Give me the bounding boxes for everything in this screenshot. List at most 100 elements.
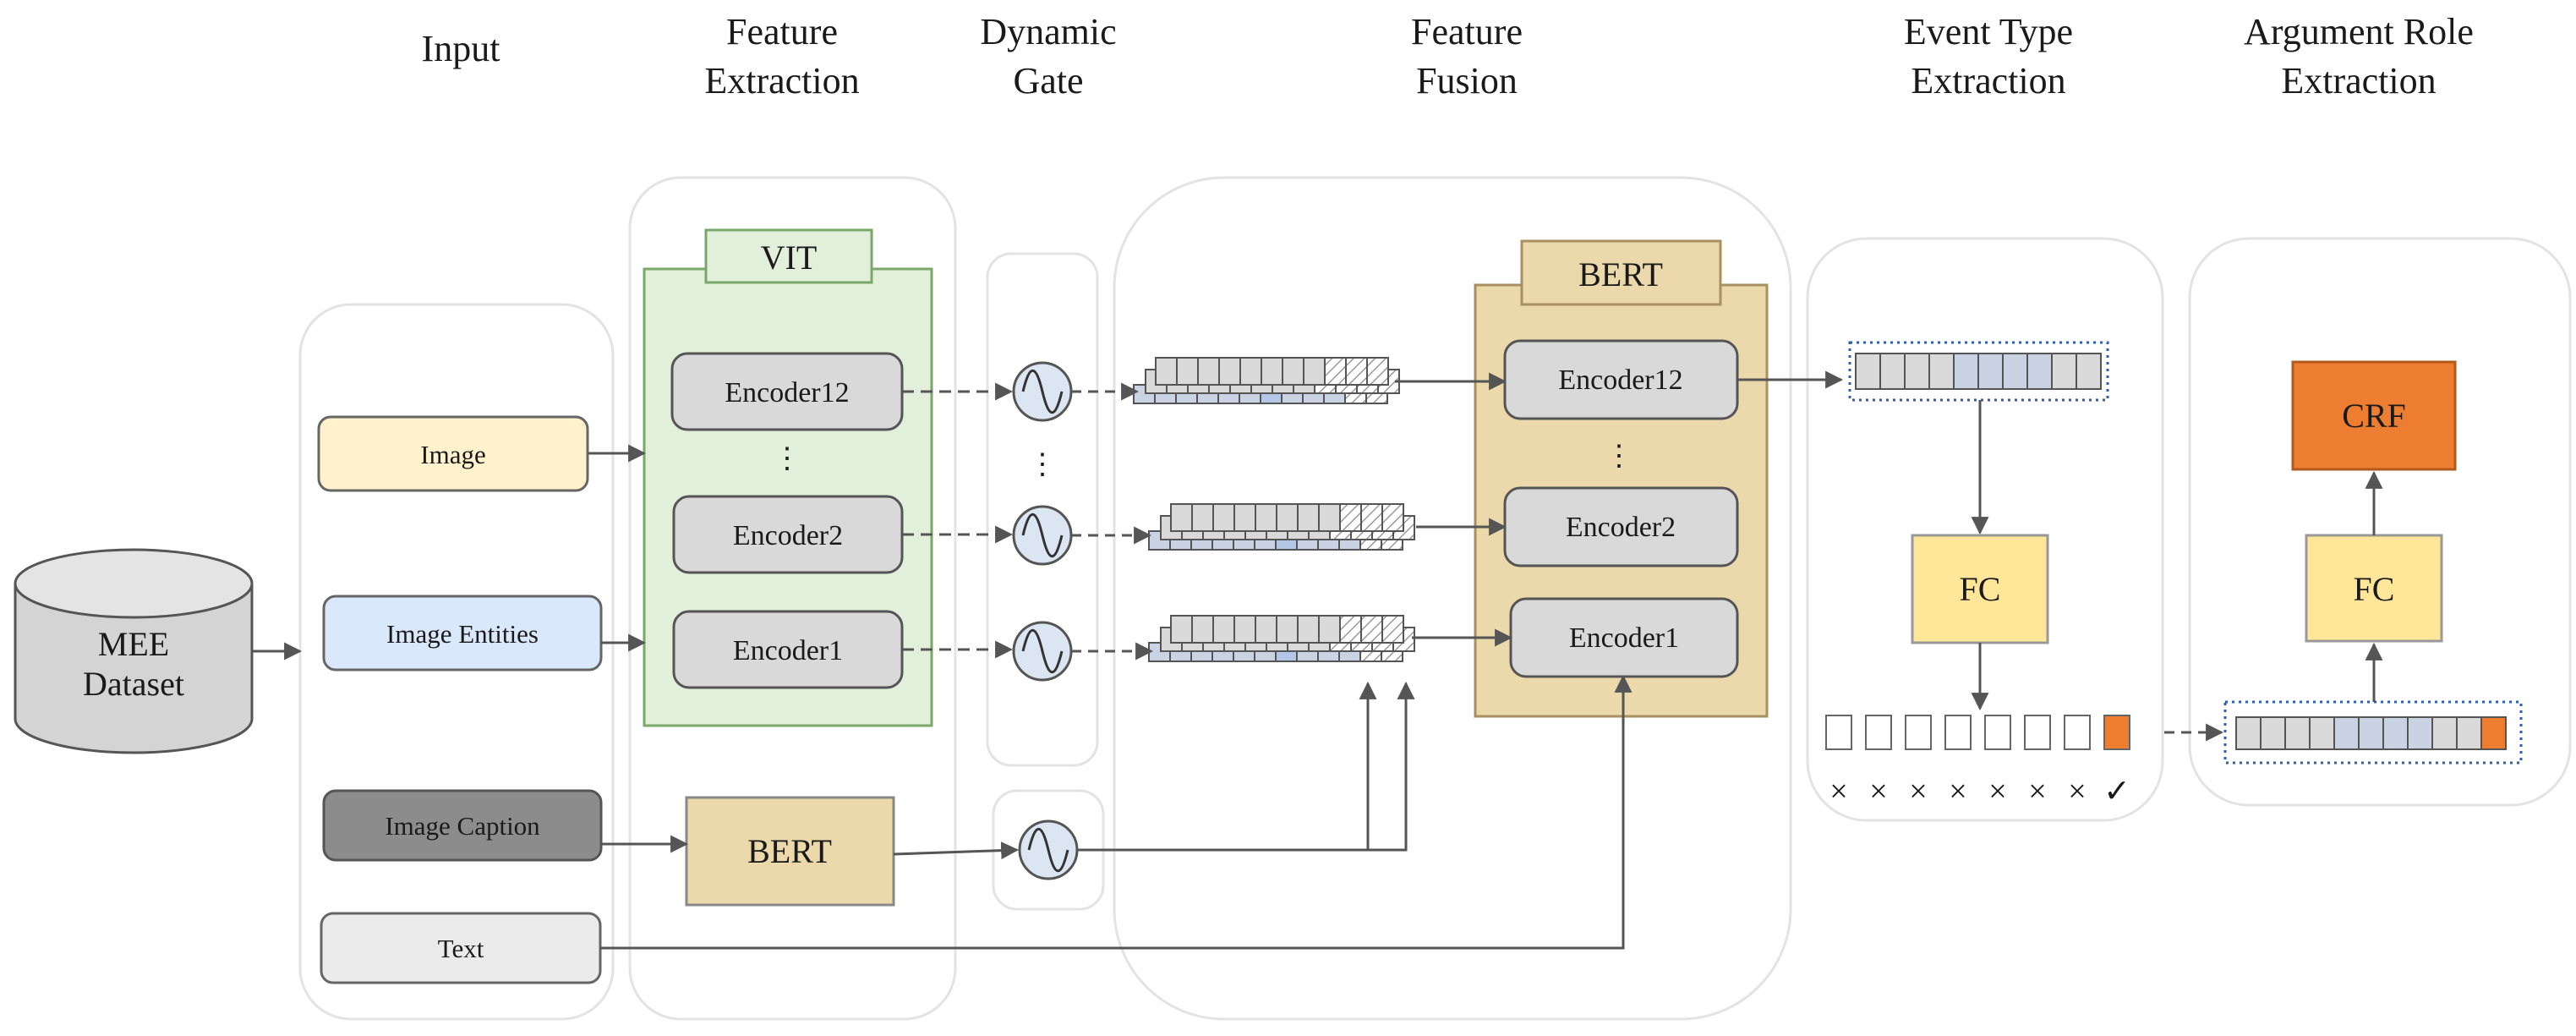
argument-token-cell <box>2235 716 2262 750</box>
fusion-ellipsis: ⋮ <box>1605 441 1633 472</box>
fusion-encoder2-label: Encoder2 <box>1566 512 1676 543</box>
event-candidate <box>2064 715 2091 750</box>
fusion-bert-block: BERT Encoder12 ⋮ Encoder2 Encoder1 <box>1474 239 1769 718</box>
token-sequence-3-front-cell <box>1191 615 1214 644</box>
gate-4 <box>1018 819 1079 880</box>
event-token-cell <box>1928 353 1955 390</box>
token-sequence-2-front-cell <box>1297 503 1320 532</box>
event-token-cell <box>2076 353 2102 390</box>
event-fc-box <box>1911 534 2049 644</box>
vit-title: VIT <box>761 238 818 277</box>
event-type-block: FC ×××××××✓ <box>1825 341 2130 809</box>
token-sequence-3-front-cell <box>1297 615 1320 644</box>
fusion-token-sequences <box>1133 357 1415 662</box>
stage-panels <box>298 176 2572 1021</box>
check-icon: ✓ <box>2103 774 2130 809</box>
token-sequence-3-front-cell <box>1318 615 1341 644</box>
event-candidate <box>2103 715 2130 750</box>
event-type-sequence-frame <box>1848 341 2109 402</box>
vit-encoder2-label: Encoder2 <box>733 520 843 551</box>
cross-icon: × <box>1949 774 1966 809</box>
token-sequence-2-front-cell <box>1381 503 1404 532</box>
token-sequence-1-front-cell <box>1218 357 1241 386</box>
header-dynamic-gate-line2: Gate <box>1013 60 1083 101</box>
vit-title-box <box>704 228 873 284</box>
token-sequence-1-front-cell <box>1239 357 1262 386</box>
input-image-caption-label: Image Caption <box>385 811 540 841</box>
fusion-bert-title: BERT <box>1578 255 1663 293</box>
stage-headers: Input Feature Extraction Dynamic Gate Fe… <box>422 11 2474 101</box>
token-sequence-1-front-cell <box>1197 357 1220 386</box>
header-event-type-line1: Event Type <box>1904 11 2073 52</box>
event-candidate <box>1825 715 1852 750</box>
header-argument-role-line1: Argument Role <box>2244 11 2474 52</box>
token-sequence-2-front-cell <box>1212 503 1235 532</box>
gate-1 <box>1012 361 1073 422</box>
event-token-cell <box>1879 353 1906 390</box>
arg-fc-box <box>2305 534 2443 643</box>
gate-3 <box>1012 621 1073 682</box>
header-feature-fusion-line1: Feature <box>1411 11 1523 52</box>
panel-input <box>298 303 615 1021</box>
vit-ellipsis: ⋮ <box>773 443 801 474</box>
token-sequence-1-front-cell <box>1303 357 1326 386</box>
token-sequence-3-front-cell <box>1381 615 1404 644</box>
cross-icon: × <box>1988 774 2006 809</box>
event-candidate <box>1905 715 1932 750</box>
input-image-caption-box <box>322 789 603 862</box>
event-token-cell <box>2051 353 2077 390</box>
argument-role-block: CRF FC <box>2223 360 2523 765</box>
argument-token-cell <box>2358 716 2384 750</box>
event-candidate <box>1984 715 2011 750</box>
token-sequence-2-front-cell <box>1255 503 1277 532</box>
event-fc-label: FC <box>1960 570 2001 608</box>
cross-icon: × <box>1909 774 1927 809</box>
crf-label: CRF <box>2342 397 2406 435</box>
event-type-marks: ×××××××✓ <box>1829 774 2130 809</box>
token-sequence-1-front-cell <box>1366 357 1389 386</box>
token-sequence-3-front-cell <box>1170 615 1193 644</box>
input-image-entities-label: Image Entities <box>386 619 539 649</box>
event-token-cell <box>2026 353 2053 390</box>
event-token-cell <box>1977 353 2004 390</box>
mee-dataset-cylinder: MEE Dataset <box>14 548 254 754</box>
argument-sequence-frame <box>2223 700 2523 765</box>
event-token-cell <box>1855 353 1881 390</box>
cross-icon: × <box>2068 774 2086 809</box>
input-image-label: Image <box>420 440 485 469</box>
panel-argument-role <box>2188 237 2572 807</box>
event-candidate <box>2024 715 2051 750</box>
token-sequence-3-front-cell <box>1212 615 1235 644</box>
token-sequence-3-front-cell <box>1233 615 1256 644</box>
token-sequence-1-front-cell <box>1324 357 1347 386</box>
token-sequence-3-front-cell <box>1255 615 1277 644</box>
event-token-cell <box>1953 353 1979 390</box>
vit-block: VIT Encoder12 ⋮ Encoder2 Encoder1 <box>643 228 933 727</box>
dynamic-gates: ⋮ <box>1012 361 1079 880</box>
dataset-label-line1: MEE <box>98 625 169 663</box>
token-sequence-2-front-cell <box>1233 503 1256 532</box>
header-feature-extraction-line1: Feature <box>726 11 838 52</box>
crf-box <box>2291 360 2457 471</box>
header-event-type-line2: Extraction <box>1911 60 2065 101</box>
token-sequence-3-front-cell <box>1339 615 1362 644</box>
event-candidate <box>1944 715 1972 750</box>
argument-token-cell <box>2333 716 2360 750</box>
argument-token-cell <box>2382 716 2409 750</box>
token-sequence-1-front-cell <box>1345 357 1368 386</box>
argument-token-cell <box>2480 716 2507 750</box>
token-sequence-2-front-cell <box>1360 503 1383 532</box>
argument-token-cell <box>2284 716 2311 750</box>
token-sequence-1-front-cell <box>1282 357 1304 386</box>
arg-fc-label: FC <box>2354 570 2395 608</box>
event-candidate <box>1865 715 1892 750</box>
cross-icon: × <box>2028 774 2046 809</box>
panel-event-type <box>1806 237 2164 822</box>
panel-feature-extraction <box>628 176 957 1021</box>
input-text-label: Text <box>438 934 484 963</box>
argument-token-cell <box>2260 716 2286 750</box>
panel-feature-fusion <box>1113 176 1792 1021</box>
gate-2 <box>1012 505 1073 566</box>
caption-bert-label: BERT <box>747 832 832 870</box>
